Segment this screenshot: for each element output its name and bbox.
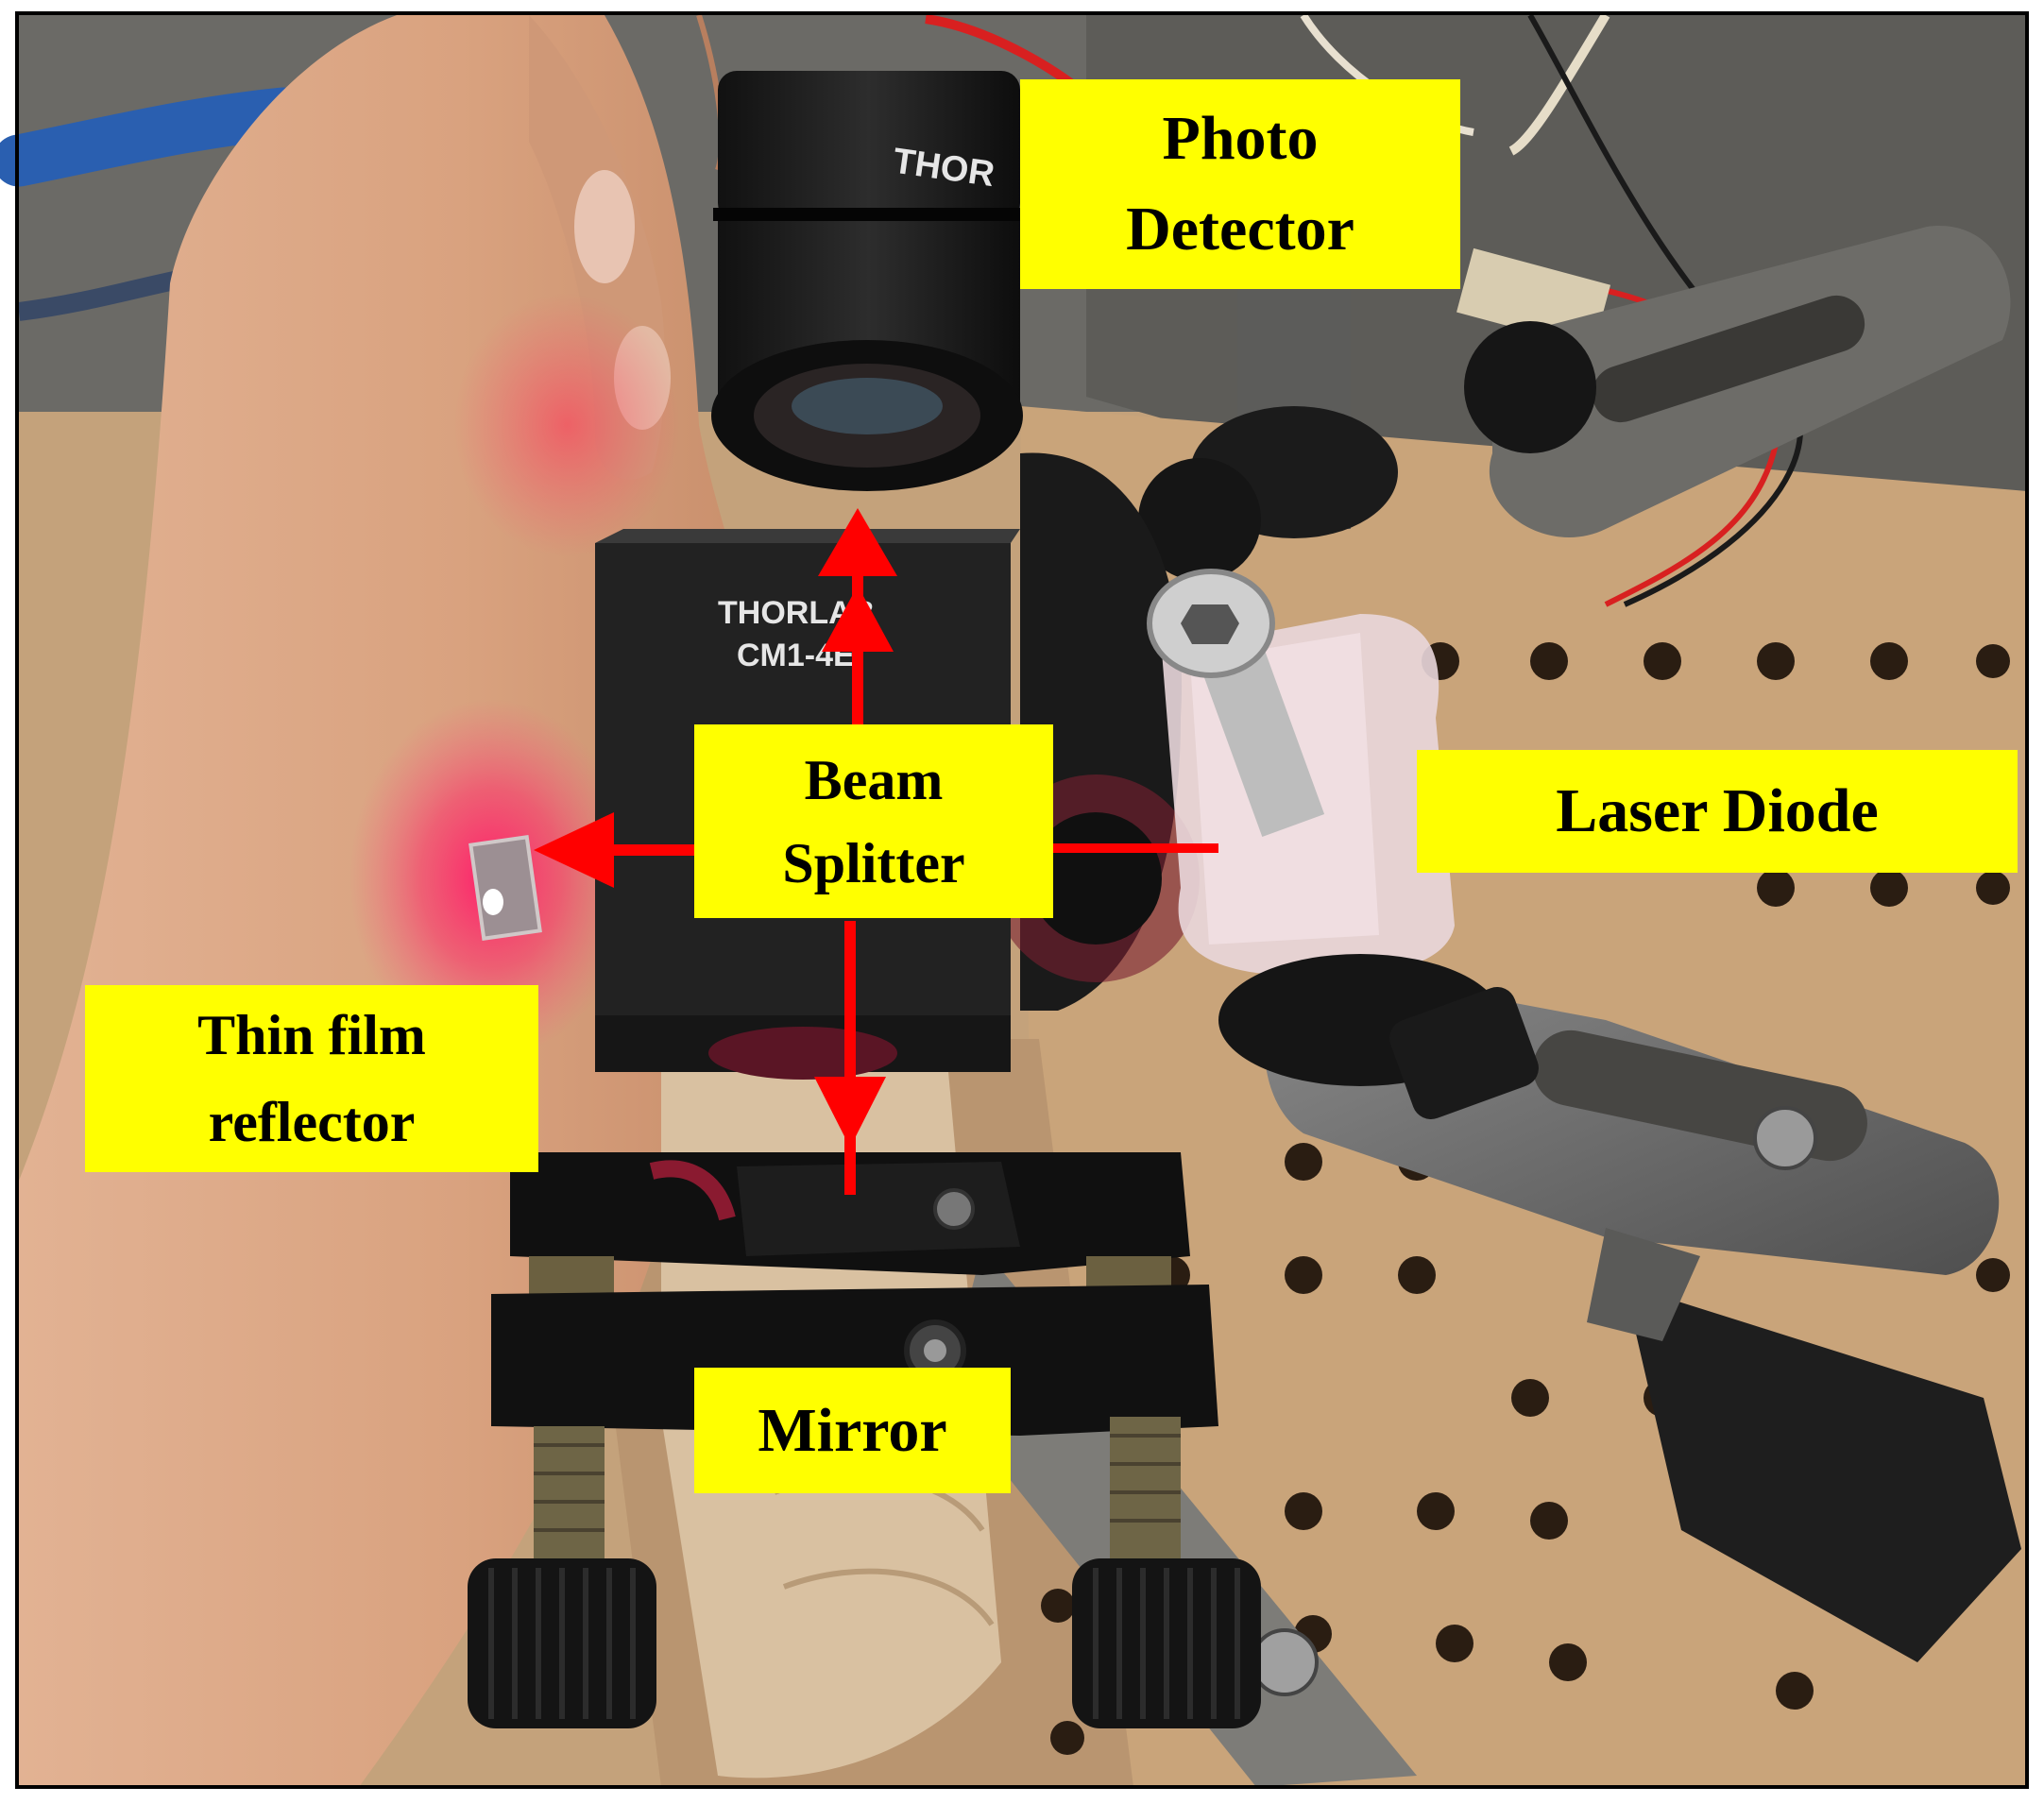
label-thin-film-reflector: Thin film reflector xyxy=(85,985,538,1172)
label-photo-detector: Photo Detector xyxy=(1020,79,1460,289)
label-thin-film-line1: Thin film xyxy=(197,1004,426,1066)
beam-arrow-head-mid xyxy=(822,586,894,652)
label-thin-film-line2: reflector xyxy=(208,1091,416,1153)
label-beam-splitter-line1: Beam xyxy=(804,748,944,811)
beam-arrow-head-down xyxy=(814,1077,886,1148)
label-mirror: Mirror xyxy=(694,1368,1011,1493)
beam-arrows xyxy=(534,508,1218,1195)
label-laser-diode-line1: Laser Diode xyxy=(1556,776,1879,845)
label-photo-detector-line2: Detector xyxy=(1126,195,1354,264)
label-laser-diode: Laser Diode xyxy=(1417,750,2018,873)
label-mirror-line1: Mirror xyxy=(758,1395,947,1465)
label-beam-splitter-line2: Splitter xyxy=(782,831,965,894)
figure-frame xyxy=(15,11,2029,1789)
beam-arrow-head-left xyxy=(534,812,614,888)
label-photo-detector-line1: Photo xyxy=(1162,104,1319,173)
label-beam-splitter: Beam Splitter xyxy=(694,724,1053,918)
beam-arrow-head-top xyxy=(818,508,897,576)
